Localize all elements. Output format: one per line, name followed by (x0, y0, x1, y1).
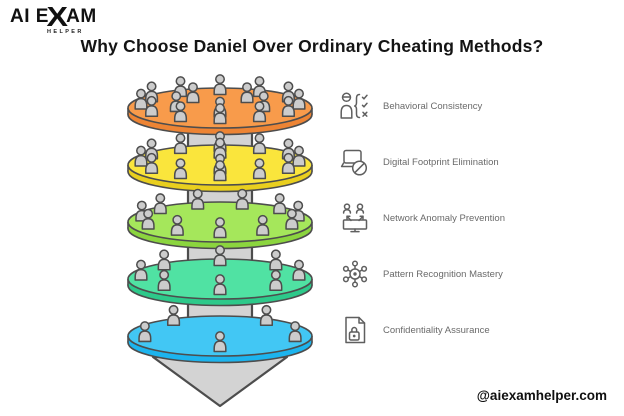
person-figure (213, 274, 227, 296)
person-figure (213, 217, 227, 239)
person-figure (273, 193, 287, 215)
feature-row-network-anomaly: Network Anomaly Prevention (338, 190, 505, 246)
person-figure (186, 82, 200, 104)
person-figure (252, 158, 267, 180)
person-figure (281, 95, 295, 117)
person-figure (269, 269, 283, 291)
person-figure (173, 101, 188, 123)
person-figure (213, 245, 227, 267)
person-figure (145, 152, 159, 174)
person-figure (134, 145, 148, 167)
feature-label: Behavioral Consistency (383, 100, 483, 112)
person-figure (252, 101, 267, 123)
feature-row-confidentiality: Confidentiality Assurance (338, 302, 505, 358)
funnel-tier-3 (127, 188, 313, 250)
person-figure (191, 188, 205, 210)
person-figure (141, 208, 155, 230)
person-figure (213, 160, 227, 182)
person-figure (288, 321, 302, 343)
laptop-blocked-icon (338, 147, 372, 177)
logo-suffix: AM (66, 6, 97, 27)
feature-label: Digital Footprint Elimination (383, 156, 499, 168)
person-figure (145, 95, 159, 117)
feature-label: Pattern Recognition Mastery (383, 268, 503, 280)
person-figure (256, 214, 270, 236)
page-title: Why Choose Daniel Over Ordinary Cheating… (80, 36, 544, 56)
person-figure (292, 88, 306, 110)
funnel-tier-4 (127, 245, 313, 307)
footer-handle: @aiexamhelper.com (476, 388, 607, 403)
person-figure (269, 249, 283, 271)
person-figure (213, 331, 227, 353)
person-figure (235, 188, 249, 210)
feature-list: Behavioral Consistency Digital Footprint… (338, 78, 505, 358)
person-figure (134, 259, 148, 281)
monitor-users-icon (338, 203, 372, 233)
feature-row-digital-footprint: Digital Footprint Elimination (338, 134, 505, 190)
person-figure (153, 193, 167, 215)
feature-label: Network Anomaly Prevention (383, 212, 505, 224)
feature-row-behavioral-consistency: Behavioral Consistency (338, 78, 505, 134)
person-figure (134, 88, 148, 110)
person-figure (259, 304, 274, 326)
person-figure (157, 269, 171, 291)
person-figure (173, 158, 188, 180)
person-figure (170, 214, 184, 236)
person-figure (213, 74, 227, 96)
person-figure (292, 145, 306, 167)
person-figure (166, 304, 181, 326)
person-figure (252, 133, 267, 155)
person-figure (281, 152, 295, 174)
feature-row-pattern-recognition: Pattern Recognition Mastery (338, 246, 505, 302)
funnel-tier-5 (127, 304, 313, 364)
person-figure (240, 82, 254, 104)
funnel-tier-1 (127, 74, 313, 136)
logo-prefix: AI E (10, 6, 49, 27)
person-figure (285, 208, 299, 230)
document-lock-icon (338, 315, 372, 345)
person-figure (292, 259, 306, 281)
logo-x-glyph: X (46, 1, 69, 32)
network-hub-icon (338, 259, 372, 289)
person-figure (213, 103, 227, 125)
logo-subtitle: HELPER (47, 29, 84, 35)
person-figure (157, 249, 171, 271)
feature-label: Confidentiality Assurance (383, 324, 490, 336)
person-checklist-icon (338, 91, 372, 121)
funnel-tier-2 (127, 131, 313, 193)
person-figure (173, 133, 188, 155)
person-figure (138, 321, 152, 343)
